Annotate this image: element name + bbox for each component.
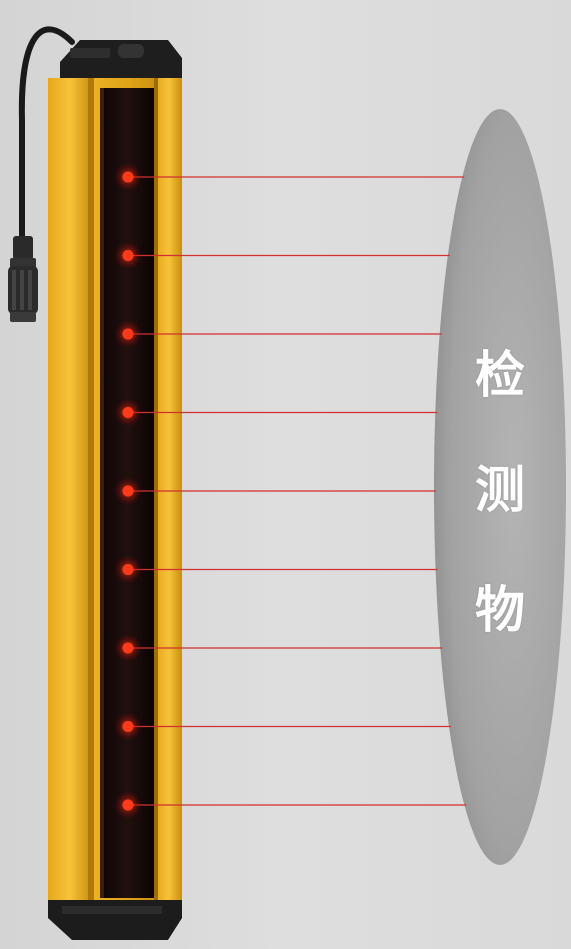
emitter-led [122,799,134,811]
detected-object-ellipse [434,109,566,865]
emitter-led [122,250,134,261]
emitter-led [122,564,134,575]
emitter-group [114,163,142,819]
object-label-char-2: 测 [475,461,525,519]
emitter-led [122,407,134,418]
emitter-led [122,721,134,732]
emitter-led [122,642,134,654]
emitter-led [122,171,134,183]
light-curtain-housing [48,40,182,940]
emitter-led [122,328,134,340]
cable [8,26,75,322]
emitter-led [122,485,134,497]
beam-group [128,176,467,806]
object-label-char-1: 检 [475,346,525,404]
object-label-char-3: 物 [475,581,525,639]
